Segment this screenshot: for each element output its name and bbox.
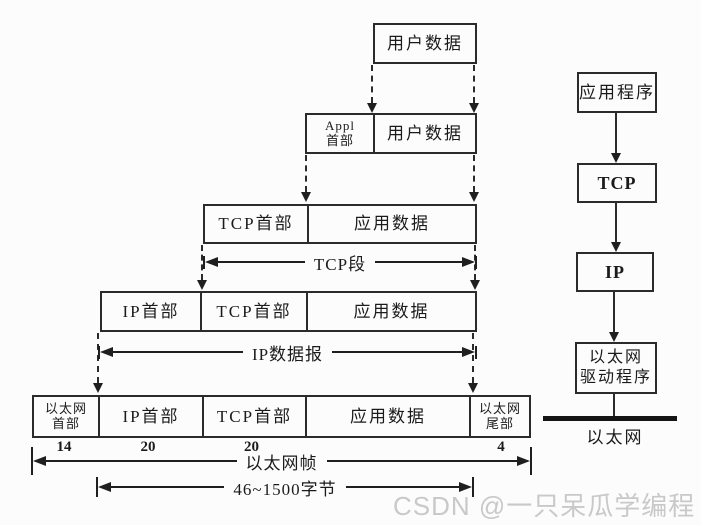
arrow-left-icon — [100, 347, 113, 357]
eth-header-cell: 以太网 首部 — [34, 397, 98, 436]
row-user-data: 用户数据 — [373, 23, 477, 64]
eth-header-line2: 首部 — [51, 415, 80, 431]
measure-line — [326, 460, 517, 462]
appl-header-cell: Appl 首部 — [307, 115, 373, 152]
measure-end-tick — [98, 345, 100, 359]
csdn-watermark: CSDN @一只呆瓜学编程 — [393, 491, 696, 521]
eth-trailer-line1: 以太网 — [478, 400, 521, 416]
application-box: 应用程序 — [577, 72, 657, 113]
ip-box: IP — [576, 252, 654, 292]
measure-ip-datagram: IP数据报 — [98, 341, 477, 364]
tcp-header-cell: TCP首部 — [202, 397, 305, 436]
measure-end-tick — [530, 447, 532, 475]
ethernet-frame-label: 以太网帧 — [245, 453, 318, 473]
tcp-segment-label: TCP段 — [313, 254, 367, 274]
measure-end-tick — [475, 255, 477, 269]
ip-header-cell: IP首部 — [98, 397, 202, 436]
row-tcp-segment: TCP首部 应用数据 — [203, 204, 477, 244]
dashed-arrow-down-icon — [468, 65, 480, 113]
measure-end-tick — [31, 447, 33, 475]
app-data-cell: 应用数据 — [306, 293, 475, 330]
measure-line — [113, 351, 243, 353]
arrow-left-icon — [98, 482, 111, 492]
eth-trailer-cell: 以太网 尾部 — [469, 397, 529, 436]
ip-label: IP — [605, 261, 625, 282]
tcp-box: TCP — [577, 163, 657, 203]
solid-arrow-down-icon — [610, 113, 622, 163]
app-data-cell: 应用数据 — [305, 397, 469, 436]
solid-arrow-down-icon — [610, 203, 622, 252]
row-ip-datagram: IP首部 TCP首部 应用数据 — [100, 291, 477, 332]
measure-ethernet-frame: 以太网帧 — [31, 447, 532, 475]
measure-payload-range: 46~1500字节 — [96, 476, 475, 499]
app-data-cell: 应用数据 — [307, 206, 475, 242]
measure-line — [345, 486, 460, 488]
arrow-right-icon — [459, 482, 473, 492]
appl-header-line2: 首部 — [325, 132, 354, 148]
measure-end-tick — [96, 477, 98, 497]
measure-line — [46, 460, 237, 462]
appl-header-line1: Appl — [325, 117, 355, 133]
payload-range-label: 46~1500字节 — [233, 479, 337, 499]
eth-trailer-bytes: 4 — [497, 439, 505, 455]
eth-trailer-line2: 尾部 — [485, 415, 514, 431]
arrow-left-icon — [33, 456, 46, 466]
tcp-header-bytes: 20 — [244, 439, 259, 455]
arrow-right-icon — [462, 347, 475, 357]
user-data-cell: 用户数据 — [373, 115, 475, 152]
ip-header-cell: IP首部 — [122, 301, 180, 321]
measure-tcp-segment: TCP段 — [203, 251, 477, 274]
eth-header-bytes: 14 — [56, 439, 72, 455]
ethernet-bus-label: 以太网 — [586, 428, 644, 447]
dashed-arrow-down-icon — [366, 65, 378, 113]
solid-arrow-down-icon — [608, 292, 620, 342]
eth-header-line1: 以太网 — [44, 400, 87, 416]
measure-line — [218, 261, 305, 263]
application-label: 应用程序 — [579, 82, 655, 102]
dashed-arrow-down-icon — [300, 155, 312, 202]
ethernet-driver-line1: 以太网 — [588, 349, 643, 366]
measure-line — [111, 486, 225, 488]
user-data-cell: 用户数据 — [387, 33, 463, 53]
dashed-arrow-down-icon — [468, 155, 480, 202]
dashed-arrow-down-icon — [467, 333, 479, 393]
measure-end-tick — [203, 255, 205, 269]
dashed-arrow-down-icon — [196, 245, 208, 290]
arrow-right-icon — [462, 257, 475, 267]
ethernet-driver-box: 以太网 驱动程序 — [575, 342, 657, 394]
measure-end-tick — [472, 477, 475, 497]
measure-line — [332, 351, 462, 353]
tcp-header-cell: TCP首部 — [218, 214, 294, 234]
measure-line — [375, 261, 462, 263]
row-ethernet-frame: 以太网 首部 IP首部 TCP首部 应用数据 以太网 尾部 — [32, 395, 531, 438]
arrow-right-icon — [517, 456, 530, 466]
driver-to-bus-line — [613, 394, 615, 417]
ethernet-bus-line — [543, 416, 677, 421]
ip-header-bytes: 20 — [140, 439, 156, 455]
arrow-left-icon — [205, 257, 218, 267]
row-appl: Appl 首部 用户数据 — [305, 113, 477, 154]
tcp-header-cell: TCP首部 — [200, 293, 306, 330]
ethernet-driver-line2: 驱动程序 — [579, 369, 652, 386]
tcp-label: TCP — [597, 172, 637, 193]
measure-end-tick — [475, 345, 477, 359]
ip-datagram-label: IP数据报 — [251, 344, 324, 364]
